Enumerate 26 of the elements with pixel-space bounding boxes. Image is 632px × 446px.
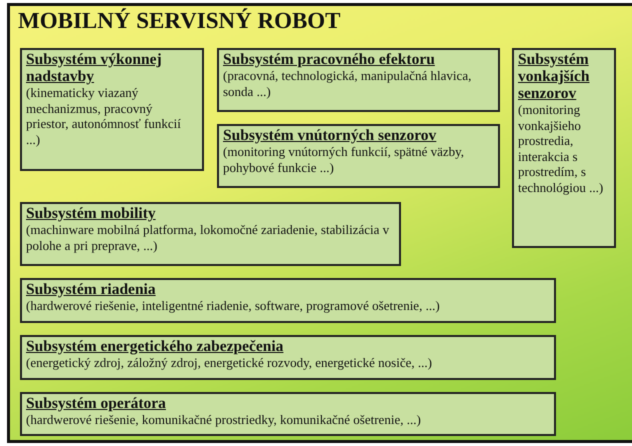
subsystem-box <box>20 48 204 171</box>
subsystem-description: (pracovná, technologická, manipulačná hlavica, sonda ...) <box>223 68 472 99</box>
subsystem-box <box>20 202 401 266</box>
robot-panel <box>7 3 632 443</box>
subsystem-box <box>20 278 556 323</box>
subsystem-description: (kinematicky viazaný mechanizmus, pracovný priestor, autonómnosť funkcií ...) <box>26 85 182 147</box>
subsystem-heading: Subsystém vnútorných senzorov <box>223 127 438 144</box>
panel-title: MOBILNÝ SERVISNÝ ROBOT <box>18 8 341 34</box>
subsystem-heading: Subsystém pracovného efektoru <box>223 51 436 68</box>
subsystem-heading: Subsystém operátora <box>26 395 167 412</box>
subsystem-box <box>20 392 556 436</box>
subsystem-description: (hardwerové riešenie, inteligentné riadenie, software, programové ošetrenie, ...) <box>26 298 441 314</box>
subsystem-description: (energetický zdroj, záložný zdroj, energetické rozvody, energetické nosiče, ...) <box>26 355 433 370</box>
subsystem-description: (hardwerové riešenie, komunikačné prostriedky, komunikačné ošetrenie, ...) <box>26 412 422 428</box>
subsystem-heading: Subsystém výkonnej nadstavby <box>26 51 163 85</box>
subsystem-description: (machinware mobilná platforma, lokomočné zariadenie, stabilizácia v polohe a pri preprave, ...) <box>26 222 390 253</box>
subsystem-heading: Subsystém vonkajších senzorov <box>518 51 590 102</box>
subsystem-box <box>217 124 500 188</box>
subsystem-heading: Subsystém mobility <box>26 205 157 222</box>
subsystem-box <box>20 335 556 380</box>
subsystem-heading: Subsystém energetického zabezpečenia <box>26 338 284 355</box>
subsystem-heading: Subsystém riadenia <box>26 281 157 298</box>
subsystem-box <box>217 48 500 112</box>
subsystem-description: (monitoring vnútorných funkcií, spätné väzby, pohybové funkcie ...) <box>223 144 466 175</box>
subsystem-description: (monitoring vonkajšieho prostredia, interakcia s prostredím, s technológiou ...) <box>518 102 604 195</box>
subsystem-box <box>512 48 616 248</box>
